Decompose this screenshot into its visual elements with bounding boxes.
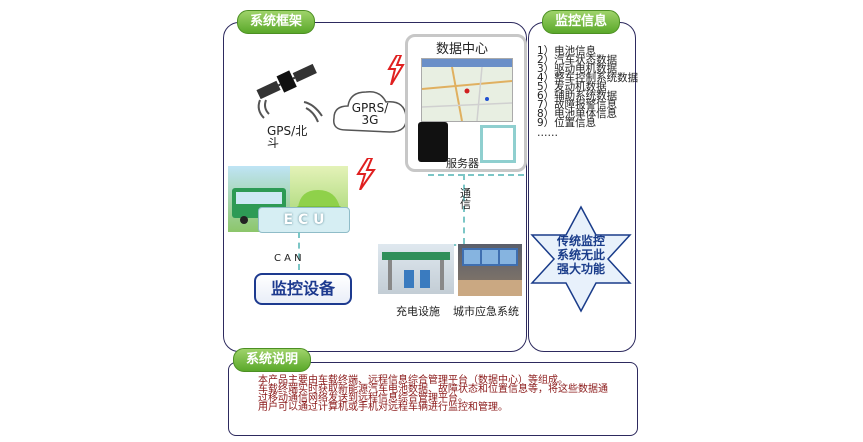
link-line bbox=[298, 232, 300, 270]
comm-label-line1: 通 bbox=[460, 187, 471, 200]
description-tag: 系统说明 bbox=[233, 348, 312, 372]
ecu-box: E C U bbox=[258, 207, 350, 233]
list-item: 9）位置信息 bbox=[537, 117, 597, 129]
data-center-title: 数据中心 bbox=[436, 42, 489, 57]
description-line: 车载终端实时获取新能源汽车电池数据、故障状态和位置信息等，将这些数据通 bbox=[258, 384, 608, 395]
gprs-label-line2: 3G bbox=[361, 113, 379, 127]
monitor-info-tag: 监控信息 bbox=[542, 10, 621, 34]
monitor-device-button[interactable]: 监控设备 bbox=[254, 273, 352, 305]
list-item: 6）辅助系统数据 bbox=[537, 90, 618, 102]
list-item: …… bbox=[537, 127, 558, 139]
list-item: 4）整车控制系统数据 bbox=[537, 72, 639, 84]
link-line bbox=[428, 174, 524, 176]
comm-label: 通 信 bbox=[460, 188, 471, 210]
star-text-line1: 传统监控 bbox=[556, 234, 605, 248]
gps-label-line2: 斗 bbox=[267, 136, 280, 150]
control-room-icon bbox=[458, 248, 522, 296]
star-shape bbox=[530, 205, 632, 313]
satellite-icon bbox=[256, 63, 323, 123]
list-item: 3）驱动电机数据 bbox=[537, 63, 618, 75]
list-item: 5）发动机数据 bbox=[537, 81, 607, 93]
description-line: 本产品主要由车载终端、远程信息综合管理平台（数据中心）等组成。 bbox=[258, 375, 568, 386]
server-tower bbox=[418, 122, 448, 162]
gps-label: GPS/北 斗 bbox=[267, 125, 307, 149]
gprs-label: GPRS/ 3G bbox=[347, 102, 393, 126]
list-item: 8）电池单体信息 bbox=[537, 108, 618, 120]
charging-label: 充电设施 bbox=[396, 305, 440, 318]
map-screen bbox=[421, 58, 513, 122]
emergency-label: 城市应急系统 bbox=[453, 305, 519, 318]
monitor-frame bbox=[480, 125, 516, 163]
star-text-line2: 系统无此 bbox=[556, 248, 605, 262]
can-label: C A N bbox=[274, 253, 302, 264]
emergency-image bbox=[458, 244, 522, 296]
charging-station-icon bbox=[382, 252, 450, 290]
comm-label-line2: 信 bbox=[460, 198, 471, 211]
gps-label-line1: GPS/北 bbox=[267, 124, 308, 138]
server-label: 服务器 bbox=[446, 157, 479, 170]
list-item: 7）故障报警信息 bbox=[537, 99, 618, 111]
star-text: 传统监控 系统无此 强大功能 bbox=[528, 234, 634, 276]
description-line: 用户可以通过计算机或手机对远程车辆进行监控和管理。 bbox=[258, 402, 508, 413]
description-panel bbox=[228, 362, 638, 436]
map-image bbox=[421, 59, 513, 122]
link-line bbox=[463, 174, 465, 244]
lightning-icon bbox=[387, 55, 405, 85]
framework-tag: 系统框架 bbox=[237, 10, 316, 34]
star-text-line3: 强大功能 bbox=[556, 262, 605, 276]
lightning-icon bbox=[356, 158, 376, 190]
charging-image bbox=[378, 244, 454, 294]
list-item: 2）汽车状态数据 bbox=[537, 54, 618, 66]
list-item: 1）电池信息 bbox=[537, 45, 597, 57]
gprs-label-line1: GPRS/ bbox=[351, 101, 389, 115]
description-line: 过移动通信网络发送到远程信息综合管理平台。 bbox=[258, 393, 468, 404]
